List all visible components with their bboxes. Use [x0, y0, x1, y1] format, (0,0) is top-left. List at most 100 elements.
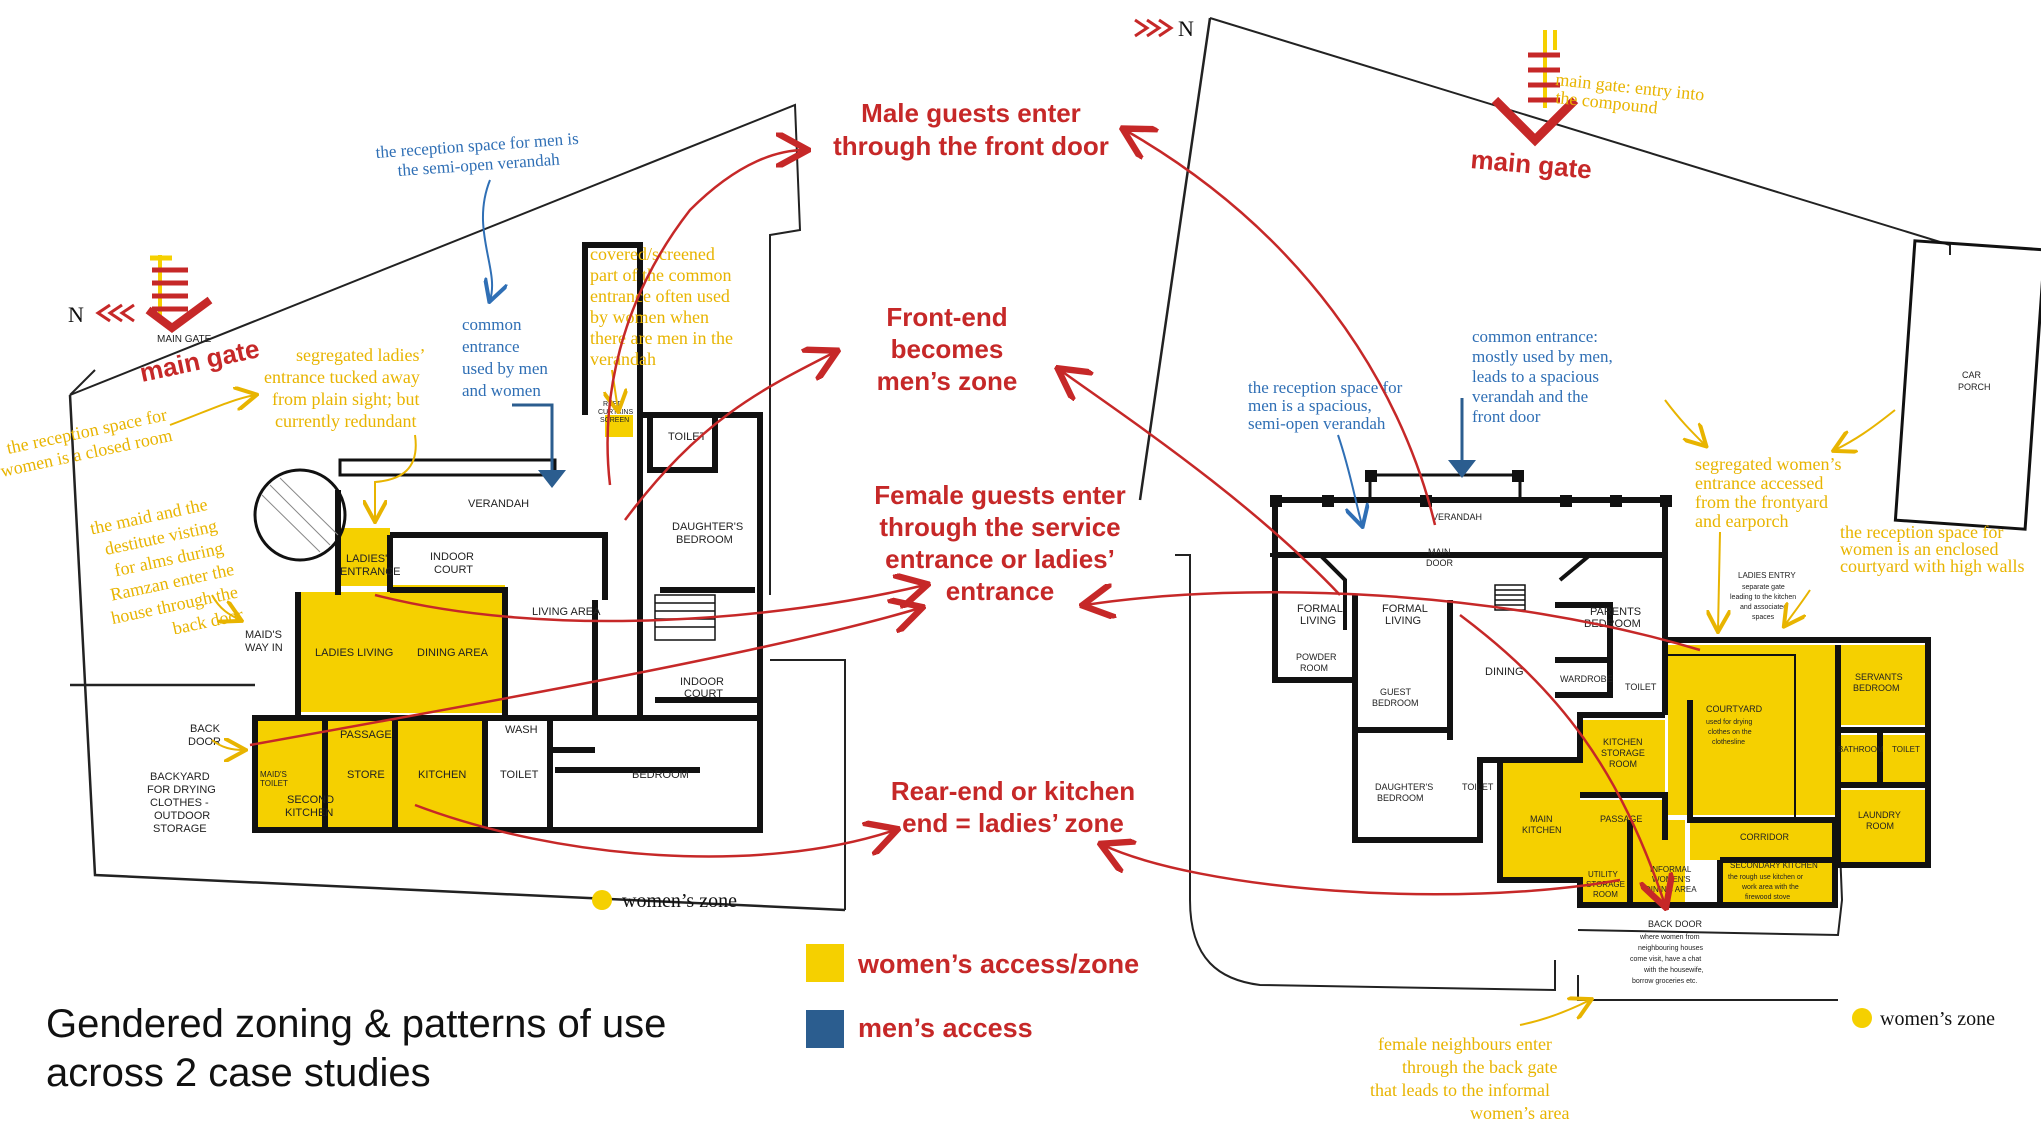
c1-note-common-3: used by men [462, 359, 548, 378]
c2-laundry-1: LAUNDRY [1858, 810, 1901, 820]
case1-main-gate-icon [145, 255, 213, 333]
c1-wash: WASH [505, 724, 538, 736]
c1-indoor-court2-1: INDOOR [680, 676, 724, 688]
case2-plan: CAR PORCH VERANDAH MAIN DOOR FORMAL LIVI… [1134, 16, 2041, 1123]
c2-servants-2: BEDROOM [1853, 683, 1900, 693]
c1-note-covered-2: part of the common [590, 265, 731, 285]
c1-note-covered-5: there are men in the [590, 328, 733, 348]
female-guests-line4: entrance [946, 576, 1054, 606]
female-guests-line2: through the service [879, 512, 1120, 542]
c2-courtyard-1: COURTYARD [1706, 704, 1763, 714]
c2-back-door-2: where women from [1639, 934, 1700, 941]
c2-verandah: VERANDAH [1432, 512, 1482, 522]
c1-second-kitchen-2: KITCHEN [285, 807, 333, 819]
c2-toilet-3: TOILET [1892, 745, 1920, 754]
c2-back-door-1: BACK DOOR [1648, 919, 1703, 929]
c2-note-common-5: front door [1472, 407, 1541, 426]
c2-ladies-entry-3: leading to the kitchen [1730, 594, 1796, 601]
c2-note-seg-3: from the frontyard [1695, 492, 1828, 512]
c2-wardrobe: WARDROBE [1560, 674, 1613, 684]
c1-back-door-2: DOOR [188, 736, 221, 748]
c2-note-recm-2: men is a spacious, [1248, 396, 1372, 415]
c2-main-kitchen-2: KITCHEN [1522, 825, 1562, 835]
female-guests-line3: entrance or ladies’ [885, 544, 1115, 574]
legend-men-swatch [806, 1010, 844, 1048]
case2-womens-zone-dot-icon [1852, 1008, 1872, 1028]
c2-courtyard-4: clothesline [1712, 739, 1745, 746]
c2-powder-1: POWDER [1296, 652, 1337, 662]
c1-back-door-1: BACK [190, 723, 221, 735]
c2-ladies-entry-5: spaces [1752, 614, 1775, 621]
c1-indoor-court-1: INDOOR [430, 551, 474, 563]
c2-daughters-1: DAUGHTER'S [1375, 782, 1433, 792]
front-end-line3: men’s zone [877, 366, 1018, 396]
c2-note-neigh-3: that leads to the informal [1370, 1080, 1550, 1100]
c1-verandah: VERANDAH [468, 498, 529, 510]
c1-ladies-living: LADIES LIVING [315, 647, 393, 659]
c2-note-common-1: common entrance: [1472, 327, 1598, 346]
c2-back-door-6: borrow groceries etc. [1632, 978, 1697, 985]
c1-note-covered-1: covered/screened [590, 244, 715, 264]
c2-toilet-2: TOILET [1462, 782, 1494, 792]
rear-end-line2: end = ladies’ zone [902, 808, 1124, 838]
c2-servants-1: SERVANTS [1855, 672, 1903, 682]
c2-formal-living-1b: LIVING [1300, 615, 1336, 627]
c2-informal-3: DINING AREA [1645, 885, 1697, 894]
case1-womens-zone-label: women’s zone [622, 890, 737, 912]
c2-note-neigh-2: through the back gate [1402, 1057, 1557, 1077]
c1-indoor-court-2: COURT [434, 564, 473, 576]
c1-maids-way-1: MAID'S [245, 629, 282, 641]
c1-note-seg-4: currently redundant [275, 411, 416, 431]
c2-guest-2: BEDROOM [1372, 698, 1419, 708]
c1-note-seg-3: from plain sight; but [272, 389, 420, 409]
case2-north: N [1178, 16, 1194, 41]
male-guests-line1: Male guests enter [861, 98, 1081, 128]
title-line-1: Gendered zoning & patterns of use [46, 1002, 667, 1046]
case1-walls [252, 242, 763, 833]
female-guests-line1: Female guests enter [874, 480, 1125, 510]
flow-arrows [249, 130, 1701, 905]
c2-utility-1: UTILITY [1588, 870, 1618, 879]
c2-note-neigh-1: female neighbours enter [1378, 1034, 1552, 1054]
c2-note-recw-2: women is an enclosed [1840, 539, 1998, 559]
c2-utility-3: ROOM [1593, 890, 1618, 899]
c1-daughters-1: DAUGHTER'S [672, 521, 743, 533]
c2-note-seg-4: and earporch [1695, 511, 1788, 531]
c1-indoor-court2-2: COURT [684, 688, 723, 700]
male-guests-line2: through the front door [833, 131, 1109, 161]
c2-courtyard-3: clothes on the [1708, 729, 1752, 736]
c1-note-seg-2: entrance tucked away [264, 367, 420, 387]
c2-formal-living-2a: FORMAL [1382, 603, 1428, 615]
c2-ladies-entry-1: LADIES ENTRY [1738, 571, 1796, 580]
c2-utility-2: STORAGE [1586, 880, 1625, 889]
c2-laundry-2: ROOM [1866, 821, 1894, 831]
c2-car-porch [1893, 239, 2041, 531]
c2-sk-4: firewood stove [1745, 894, 1790, 901]
c1-toilet-2: TOILET [500, 769, 539, 781]
c2-car-porch-2: PORCH [1958, 382, 1991, 392]
c2-corridor: CORRIDOR [1740, 832, 1789, 842]
c2-car-porch-1: CAR [1962, 370, 1982, 380]
c2-passage: PASSAGE [1600, 814, 1642, 824]
c2-ladies-entry-2: separate gate [1742, 584, 1785, 591]
c1-bedroom: BEDROOM [632, 769, 689, 781]
c1-backyard-2: FOR DRYING [147, 784, 216, 796]
c1-note-covered-6: verandah [590, 349, 656, 369]
case1-plan: VERANDAH TOILET DAUGHTER'S BEDROOM REED … [0, 103, 846, 912]
c2-note-recm-1: the reception space for [1248, 378, 1403, 397]
c2-toilet-1: TOILET [1625, 682, 1657, 692]
c1-store: STORE [347, 769, 385, 781]
c2-note-recw-3: courtyard with high walls [1840, 556, 2024, 576]
case1-north-arrow-icon [95, 303, 135, 323]
c2-ks-3: ROOM [1609, 759, 1637, 769]
case2-main-gate-label: main gate [1469, 144, 1593, 184]
c1-ladies-ent-1: LADIES' [346, 553, 387, 565]
c2-note-neigh-4: women’s area [1470, 1103, 1569, 1123]
front-end-line1: Front-end [886, 302, 1007, 332]
c1-note-common-1: common [462, 315, 522, 334]
c2-sk-3: work area with the [1741, 884, 1799, 891]
c2-note-recm-3: semi-open verandah [1248, 414, 1386, 433]
legend-women-label: women’s access/zone [858, 949, 1140, 979]
c1-reed-3: SCREEN [600, 417, 629, 424]
c1-backyard-1: BACKYARD [150, 771, 210, 783]
